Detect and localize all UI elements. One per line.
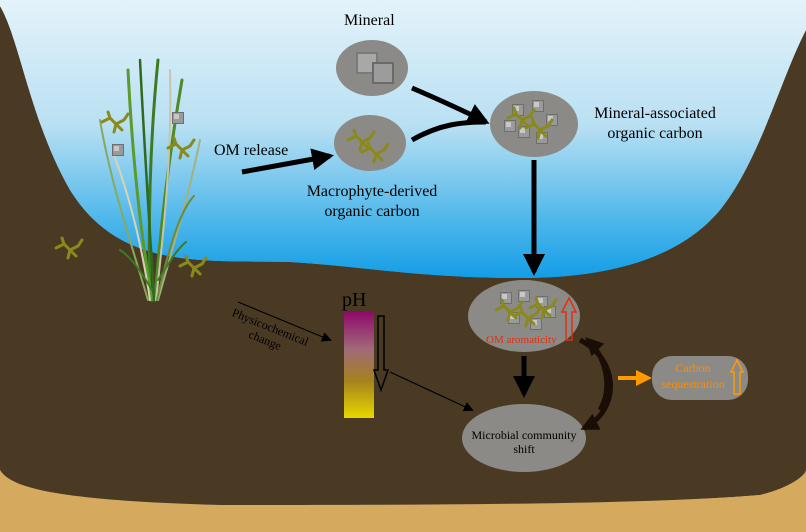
om-release-label: OM release <box>214 142 289 159</box>
mineral-particle <box>112 144 124 156</box>
macrophyte-oc-ellipse <box>334 115 406 171</box>
physico-arrow <box>237 301 332 342</box>
carbon-label: Carbon sequestration <box>652 360 734 392</box>
ph-bar <box>344 312 374 418</box>
macrophyte-arrow <box>410 119 487 143</box>
macrophyte-label: Macrophyte-derived organic carbon <box>302 182 442 222</box>
carbon-label-line2: sequestration <box>661 377 725 391</box>
ph-to-microbial-arrow <box>389 371 474 412</box>
mac-label: Mineral-associated organic carbon <box>580 104 730 144</box>
mineral-arrow <box>411 85 490 125</box>
microbial-ellipse <box>462 404 586 472</box>
microbial-label: Microbial community shift <box>462 428 586 456</box>
om-aromaticity-label: OM aromaticity <box>486 334 557 346</box>
macrophyte-label-line2: organic carbon <box>324 203 420 220</box>
sand-bottom <box>0 470 806 532</box>
mineral-label: Mineral <box>344 12 395 29</box>
carbon-label-line1: Carbon <box>675 361 711 375</box>
macrophyte-label-line1: Macrophyte-derived <box>306 183 438 200</box>
ph-label: pH <box>342 289 367 311</box>
mac-label-line2: organic carbon <box>607 125 703 142</box>
microbial-label-line2: shift <box>513 442 535 456</box>
mineral-particle <box>172 112 184 124</box>
ph-down-arrow <box>372 315 390 393</box>
mineral-cubes <box>356 52 394 84</box>
carbon-up-arrow <box>729 358 745 395</box>
microbial-label-line1: Microbial community <box>471 428 577 442</box>
om-release-arrow <box>241 148 334 175</box>
carbon-box <box>652 356 748 400</box>
mac-label-line1: Mineral-associated <box>594 105 716 122</box>
feedback-arrow-up <box>585 337 610 412</box>
aromaticity-up-arrow <box>560 296 578 341</box>
macrophyte-plant <box>99 58 201 302</box>
